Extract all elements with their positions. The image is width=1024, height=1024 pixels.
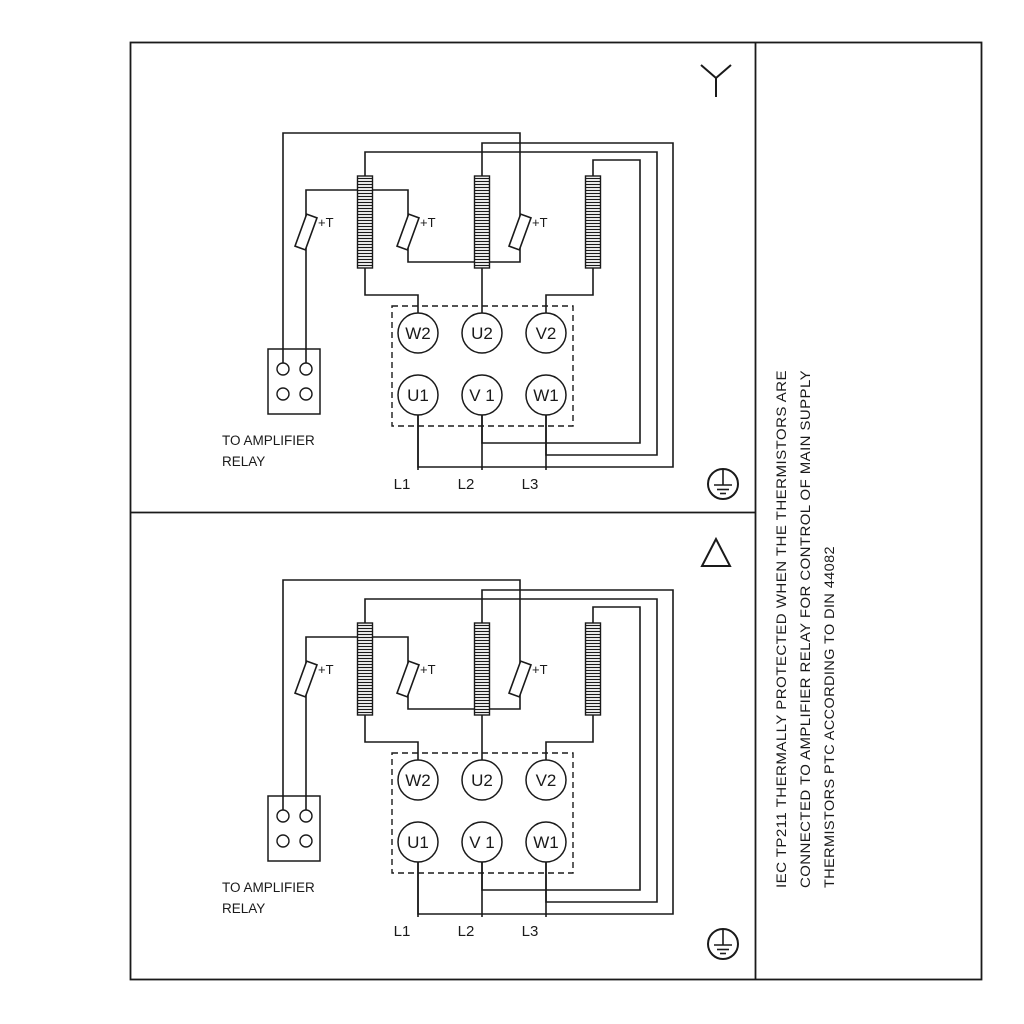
thermistor-label: +T [420, 662, 436, 677]
terminal-label-v1: V 1 [469, 386, 495, 405]
supply-label-l3: L3 [522, 923, 539, 940]
supply-label-l1: L1 [394, 923, 411, 940]
terminal-label-u1: U1 [407, 833, 429, 852]
terminal-label-v1: V 1 [469, 833, 495, 852]
terminal-label-w1: W1 [533, 386, 559, 405]
supply-label-l1: L1 [394, 476, 411, 493]
terminal-label-w2: W2 [405, 771, 431, 790]
amplifier-relay-label: RELAY [222, 454, 265, 469]
thermistor-label: +T [532, 662, 548, 677]
supply-label-l2: L2 [458, 923, 475, 940]
labels-delta-diagram: W2 U2 V2 U1 V 1 W1 +T +T +T L1 L2 L3 TO … [222, 662, 559, 940]
terminal-label-u2: U2 [471, 324, 493, 343]
thermistor-label: +T [420, 215, 436, 230]
amplifier-relay-label: RELAY [222, 901, 265, 916]
terminal-label-v2: V2 [536, 771, 557, 790]
terminal-label-w1: W1 [533, 833, 559, 852]
terminal-label-u1: U1 [407, 386, 429, 405]
thermistor-label: +T [318, 215, 334, 230]
labels-star-diagram: W2 U2 V2 U1 V 1 W1 +T +T +T L1 L2 L3 TO … [222, 215, 559, 493]
star-connection-icon [700, 64, 732, 97]
supply-label-l2: L2 [458, 476, 475, 493]
terminal-label-v2: V2 [536, 324, 557, 343]
note-line-1: IEC TP211 THERMALLY PROTECTED WHEN THE T… [773, 370, 789, 888]
terminal-label-w2: W2 [405, 324, 431, 343]
delta-connection-icon [700, 536, 732, 567]
supply-label-l3: L3 [522, 476, 539, 493]
amplifier-relay-label: TO AMPLIFIER [222, 433, 315, 448]
amplifier-relay-label: TO AMPLIFIER [222, 880, 315, 895]
outer-frame [129, 41, 983, 981]
note-strip: IEC TP211 THERMALLY PROTECTED WHEN THE T… [773, 370, 837, 888]
note-line-3: THERMISTORS PTC ACCORDING TO DIN 44082 [821, 546, 837, 888]
note-line-2: CONNECTED TO AMPLIFIER RELAY FOR CONTROL… [797, 370, 813, 888]
terminal-label-u2: U2 [471, 771, 493, 790]
thermistor-label: +T [532, 215, 548, 230]
thermistor-label: +T [318, 662, 334, 677]
